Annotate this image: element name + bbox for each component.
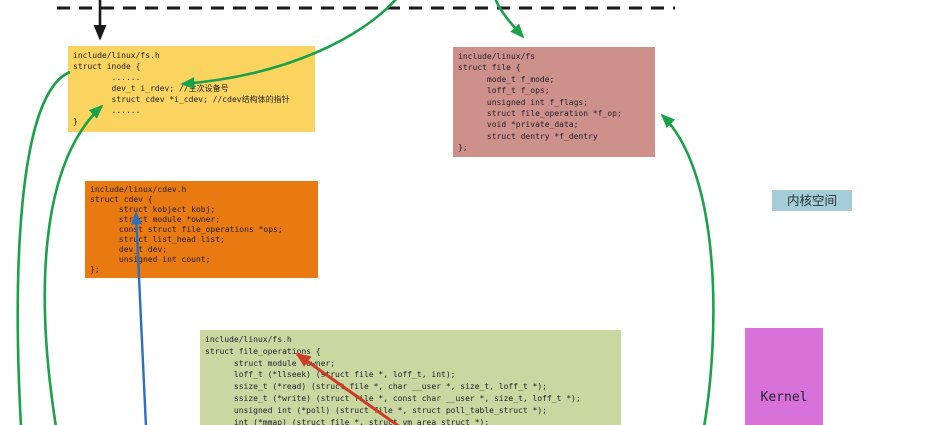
code-line: unsigned int count;	[90, 255, 211, 264]
code-line: ......	[73, 73, 141, 82]
struct-file-operations-box: include/linux/fs.h struct file_operations…	[200, 330, 621, 425]
code-line: dev_t i_rdev; //主次设备号	[73, 84, 229, 93]
struct-file-box: include/linux/fs struct file { mode_t f_m…	[453, 47, 655, 157]
code-line: dev_t dev;	[90, 245, 168, 254]
code-line: struct dentry *f_dentry	[458, 131, 598, 141]
kernel-box: Kernel	[745, 328, 823, 425]
code-line: struct file_operation *f_op;	[458, 109, 622, 119]
code-line: ssize_t (*write) (struct file *, const c…	[205, 393, 581, 403]
code-line: loff_t f_ops;	[458, 86, 550, 96]
code-line: include/linux/fs.h	[205, 335, 292, 344]
code-line: int (*mmap) (struct file *, struct vm_ar…	[205, 417, 490, 425]
code-line: struct file_operations {	[205, 346, 321, 356]
code-line: ......	[73, 106, 141, 115]
arrow-bottom-to-f-op	[660, 113, 715, 425]
code-line: void *private_data;	[458, 120, 579, 130]
code-line: struct cdev {	[90, 195, 153, 204]
code-line: unsigned int f_flags;	[458, 97, 589, 107]
code-line: loff_t (*llseek) (struct file *, loff_t,…	[205, 370, 456, 380]
arrow-userspace-to-file-box	[494, 0, 525, 39]
code-line: struct module *owner;	[205, 358, 336, 368]
code-line: struct cdev *i_cdev; //cdev结构体的指针	[73, 95, 290, 104]
code-line: unsigned int (*poll) (struct file *, str…	[205, 405, 547, 415]
code-line: include/linux/cdev.h	[90, 185, 187, 194]
code-line: struct list_head list;	[90, 235, 225, 244]
code-line: struct module *owner;	[90, 215, 221, 224]
code-line: }	[73, 117, 78, 126]
kernel-space-label: 内核空间	[772, 190, 852, 211]
code-line: include/linux/fs	[458, 52, 536, 61]
code-line: ssize_t (*read) (struct file *, char __u…	[205, 382, 547, 392]
code-line: };	[90, 265, 100, 274]
code-line: struct file {	[458, 63, 521, 73]
curve-inode-to-bottom	[16, 70, 71, 425]
code-line: };	[458, 143, 468, 153]
code-line: const struct file_operations *ops;	[90, 225, 283, 234]
code-line: mode_t f_mode;	[458, 74, 555, 84]
code-line: include/linux/fs.h	[73, 51, 160, 60]
code-line: struct inode {	[73, 62, 141, 71]
code-line: struct kobject kobj;	[90, 205, 216, 214]
